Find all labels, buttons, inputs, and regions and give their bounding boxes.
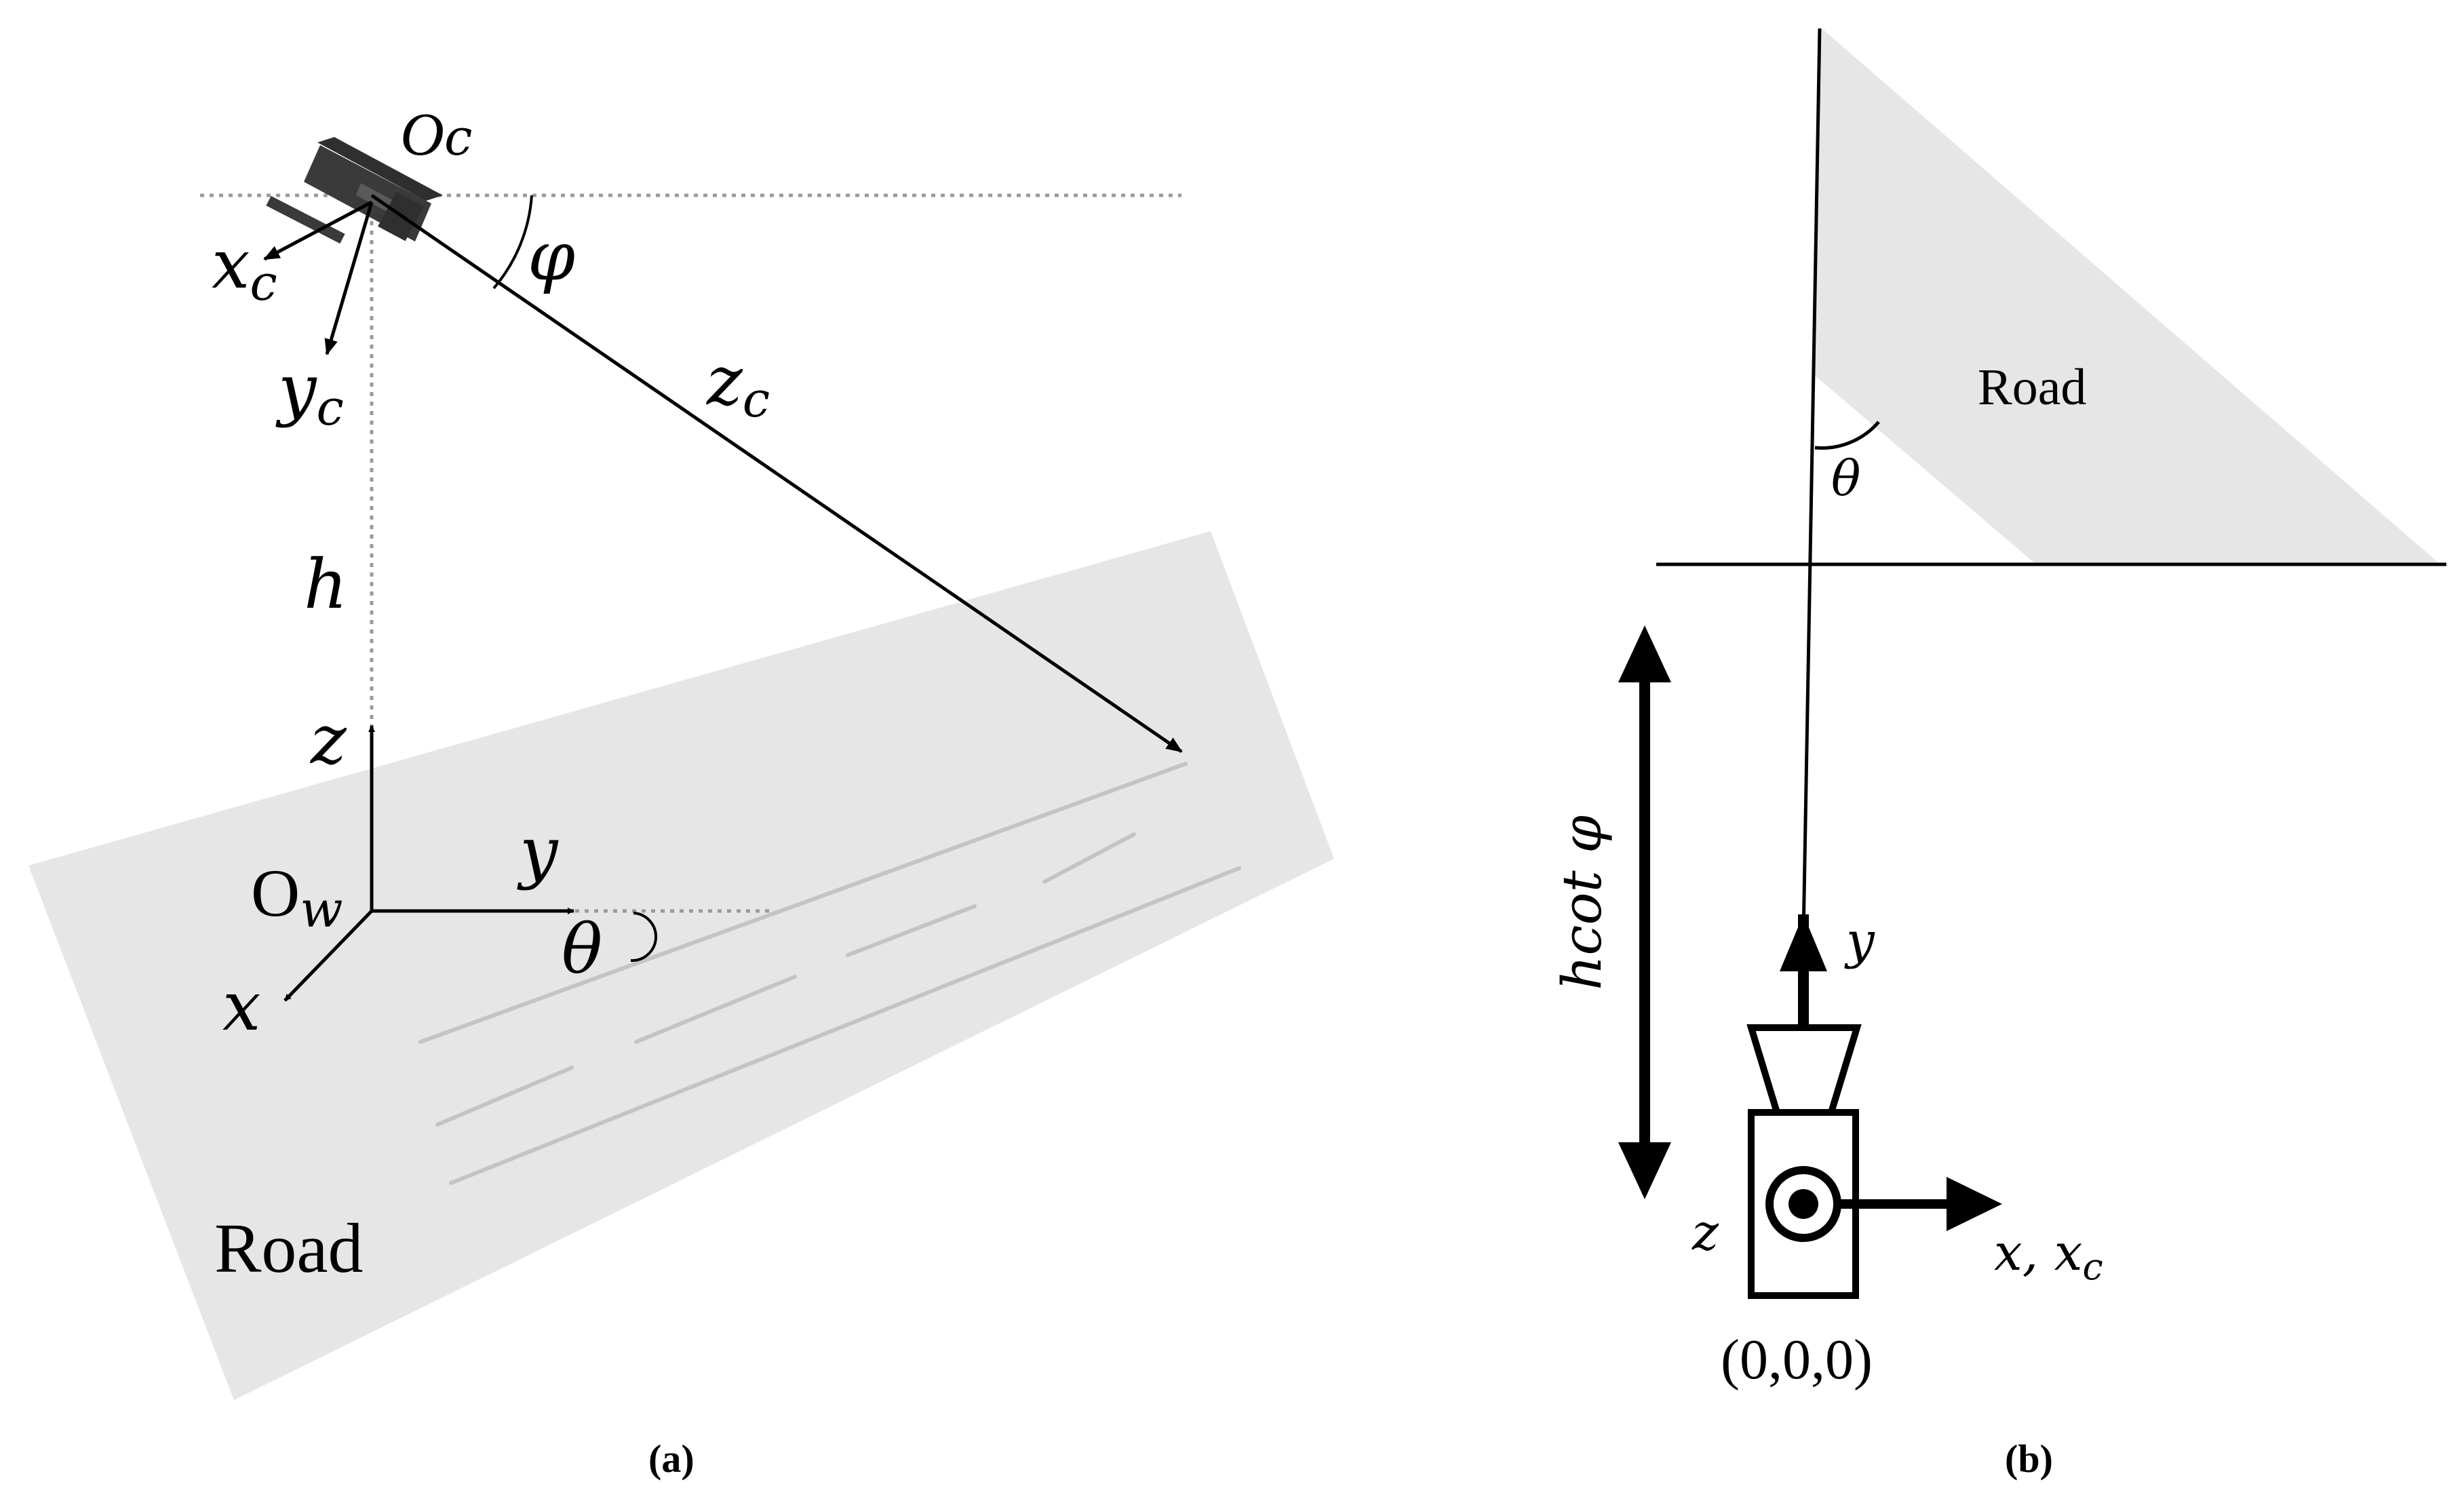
caption-b: (b): [2005, 1437, 2053, 1481]
xc-label: xc: [212, 225, 277, 311]
z-label: z: [310, 700, 347, 779]
theta-arc: [630, 912, 658, 963]
world-axes: [283, 725, 574, 1002]
road-region: [1813, 28, 2440, 564]
world-origin-label: Ow: [251, 855, 343, 939]
camera-origin-label: Oc: [400, 101, 472, 168]
y-label: y: [517, 812, 559, 891]
y-arrow-head: [1780, 914, 1827, 971]
vertical-axis-line: [1801, 28, 1822, 937]
zc-axis: [370, 193, 1183, 754]
theta-label: θ: [562, 910, 602, 989]
camera-lens-icon: [1746, 1024, 1862, 1116]
h-label: h: [304, 545, 347, 624]
theta-arc-b: [1814, 421, 1880, 450]
zc-label: zc: [706, 341, 770, 428]
road-label-a: Road: [214, 1209, 364, 1287]
xc-axis: [263, 200, 373, 261]
caption-a: (a): [648, 1437, 695, 1481]
distance-label: hcot φ: [1550, 815, 1614, 990]
phi-arc: [492, 195, 533, 290]
yc-label: yc: [275, 349, 344, 436]
lane-markings: [418, 762, 1241, 1185]
theta-label-b: θ: [1831, 450, 1860, 507]
distance-arrow-top: [1618, 625, 1671, 682]
panel-a: Oc φ xc yc zc h z y θ x Ow Road (a): [28, 101, 1334, 1481]
x-xc-label: x, xc: [1994, 1224, 2103, 1288]
panel-b: Road θ y z x, xc hcot φ (0,0,0) (b): [1550, 28, 2446, 1481]
x-label: x: [222, 967, 260, 1046]
yc-axis: [324, 201, 374, 355]
origin-label: (0,0,0): [1721, 1328, 1873, 1391]
x-arrow-head: [1947, 1177, 2002, 1231]
z-dot-icon: [1788, 1189, 1818, 1219]
camera-axes: [263, 193, 1183, 754]
x-axis: [283, 910, 373, 1002]
road-surface: [28, 531, 1334, 1400]
z-label-b: z: [1691, 1203, 1719, 1262]
y-label-b: y: [1844, 912, 1875, 970]
distance-arrow-bottom: [1618, 1142, 1671, 1199]
phi-label: φ: [528, 216, 575, 296]
road-label-b: Road: [1978, 359, 2086, 416]
